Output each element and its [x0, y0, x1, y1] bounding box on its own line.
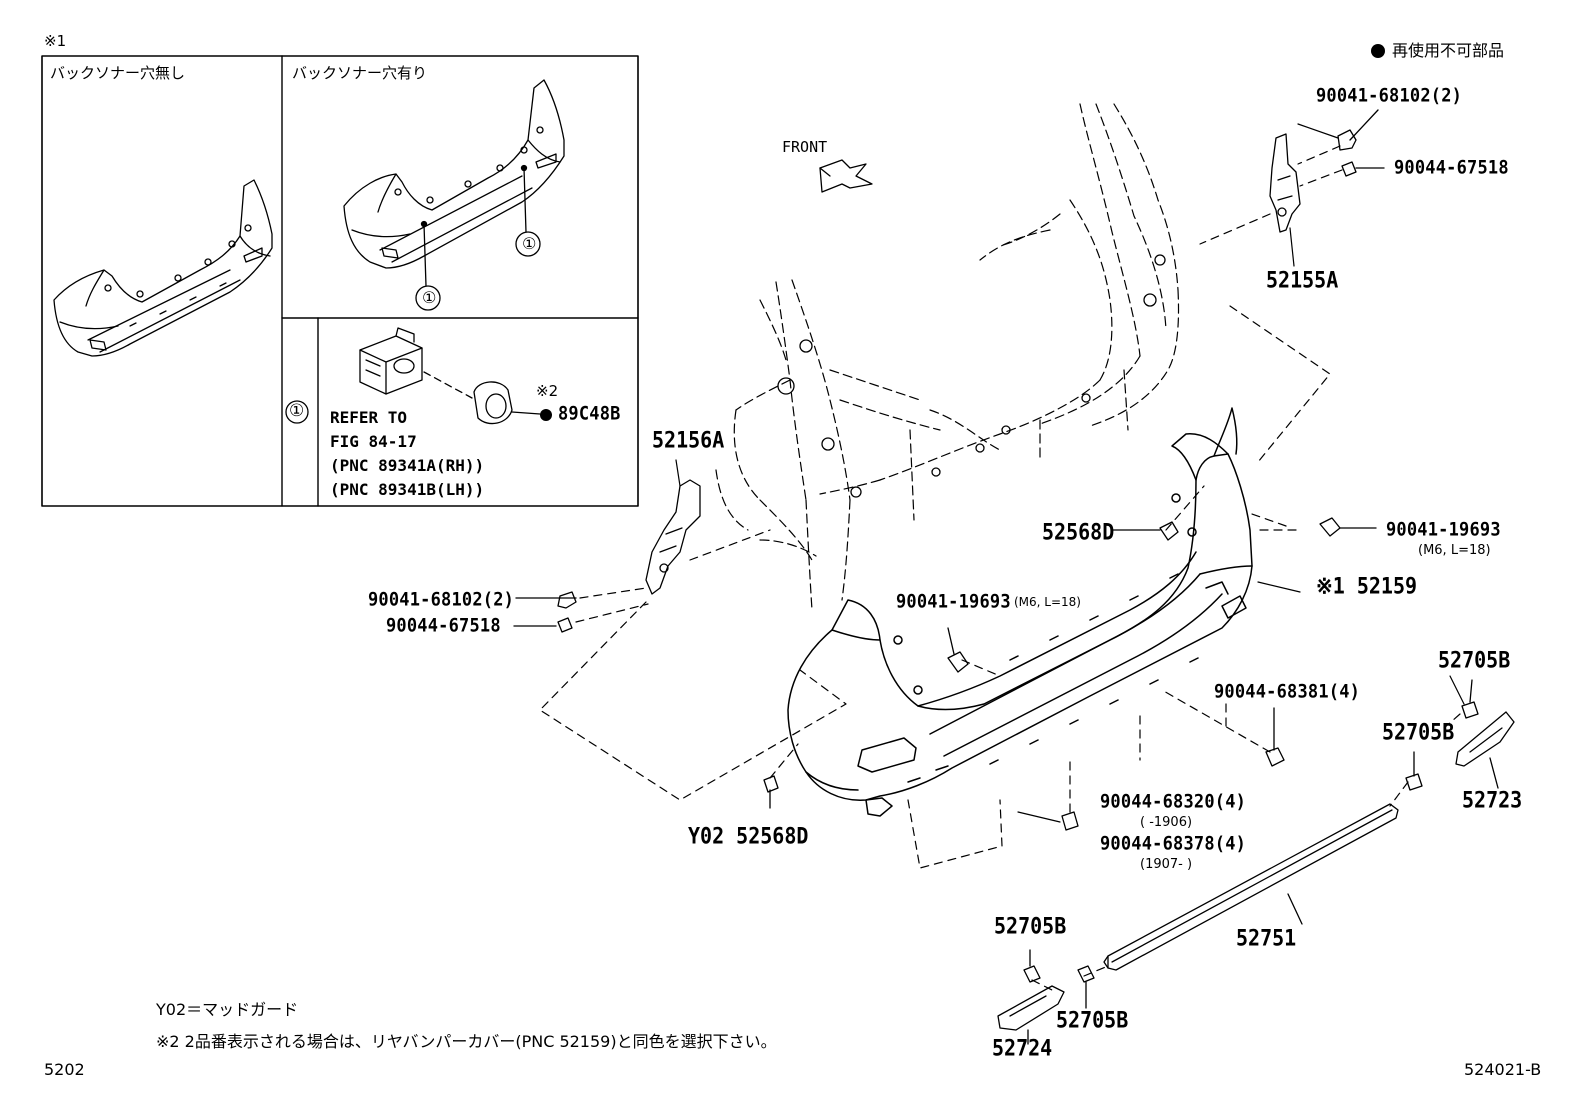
sensor-ref-line4: (PNC 89341B(LH)) — [330, 480, 485, 499]
bracket-52156A — [645, 479, 701, 595]
part-label-p10[interactable]: 90041-19693 — [896, 591, 1011, 613]
inset-bumper-no-sonar — [53, 179, 273, 357]
part-label-p6[interactable]: 90041-19693 — [1386, 519, 1501, 541]
sensor-ref-line3: (PNC 89341A(RH)) — [330, 456, 485, 475]
body-holes — [777, 254, 1166, 498]
footnote-note2: ※2 2品番表示される場合は、リヤバンパーカバー(PNC 52159)と同色を選… — [156, 1032, 777, 1051]
part-label-p18[interactable]: 52751 — [1236, 924, 1297, 952]
inset-left-title: バックソナー穴無し — [50, 64, 186, 82]
part-label-p15-sub: ( -1906) — [1140, 815, 1193, 830]
part-label-p7[interactable]: ※1 52159 — [1316, 572, 1418, 600]
part-label-p11[interactable]: 90044-68381(4) — [1214, 681, 1361, 703]
mudguard-52724 — [997, 985, 1065, 1045]
part-label-p3[interactable]: 52155A — [1266, 266, 1339, 294]
inset-bumper-with-sonar — [343, 79, 565, 311]
part-label-p12[interactable]: 52705B — [1438, 646, 1511, 674]
part-label-p1[interactable]: 90041-68102(2) — [1316, 85, 1463, 107]
inset-right-title: バックソナー穴有り — [292, 64, 428, 82]
part-label-p6-sub: (M6, L=18) — [1418, 543, 1491, 558]
label-leaders — [675, 123, 1465, 823]
legend-dot — [1371, 44, 1385, 58]
inset-frame — [41, 55, 639, 507]
part-label-p4[interactable]: 52156A — [652, 426, 725, 454]
part-label-p5[interactable]: 52568D — [1042, 518, 1115, 546]
part-label-p17[interactable]: Y02 52568D — [688, 822, 809, 850]
inset-note-mark: ※1 — [44, 32, 67, 50]
legend-text: 再使用不可部品 — [1392, 41, 1505, 60]
inset-note2-mark: ※2 — [536, 382, 559, 400]
part-label-p19[interactable]: 52705B — [994, 912, 1067, 940]
body-structure — [715, 103, 1180, 611]
part-label-p16[interactable]: 90044-68378(4) — [1100, 833, 1247, 855]
footnote-y02: Y02＝マッドガード — [156, 1000, 299, 1019]
rear-bumper-cover — [787, 407, 1253, 817]
part-label-p2[interactable]: 90044-67518 — [1394, 157, 1509, 179]
inset-circle-label-3: ① — [289, 401, 305, 421]
sensor-ref-line2: FIG 84-17 — [330, 432, 417, 451]
front-label: FRONT — [782, 138, 828, 156]
part-label-p14[interactable]: 52723 — [1462, 786, 1523, 814]
part-label-p21[interactable]: 52724 — [992, 1034, 1053, 1062]
reusable-dot-inset — [540, 409, 552, 421]
inset-circle-label-2: ① — [522, 234, 537, 253]
part-label-p9[interactable]: 90044-67518 — [386, 615, 501, 637]
molding-52751 — [1103, 803, 1399, 971]
inset-circle-marker — [285, 400, 309, 424]
holder-part-number: 89C48B — [558, 403, 621, 425]
corner-right-code: 524021-B — [1464, 1060, 1542, 1079]
sensor-ref-line1: REFER TO — [330, 408, 408, 427]
inset-sonar-sensor — [359, 327, 541, 425]
part-label-p16-sub: (1907- ) — [1140, 857, 1193, 872]
part-label-p20[interactable]: 52705B — [1056, 1006, 1129, 1034]
mudguard-52723 — [1455, 711, 1515, 789]
part-label-p13[interactable]: 52705B — [1382, 718, 1455, 746]
inset-circle-label-1: ① — [422, 288, 437, 307]
part-label-p10-sub: (M6, L=18) — [1014, 595, 1081, 609]
part-label-p15[interactable]: 90044-68320(4) — [1100, 791, 1247, 813]
bracket-52155A — [1269, 133, 1301, 233]
front-arrow-detail — [819, 167, 831, 177]
part-label-p8[interactable]: 90041-68102(2) — [368, 589, 515, 611]
dashed-leaders — [539, 145, 1461, 991]
fasteners — [513, 109, 1479, 1009]
front-arrow-icon — [819, 159, 873, 193]
corner-left-code: 5202 — [44, 1060, 85, 1079]
